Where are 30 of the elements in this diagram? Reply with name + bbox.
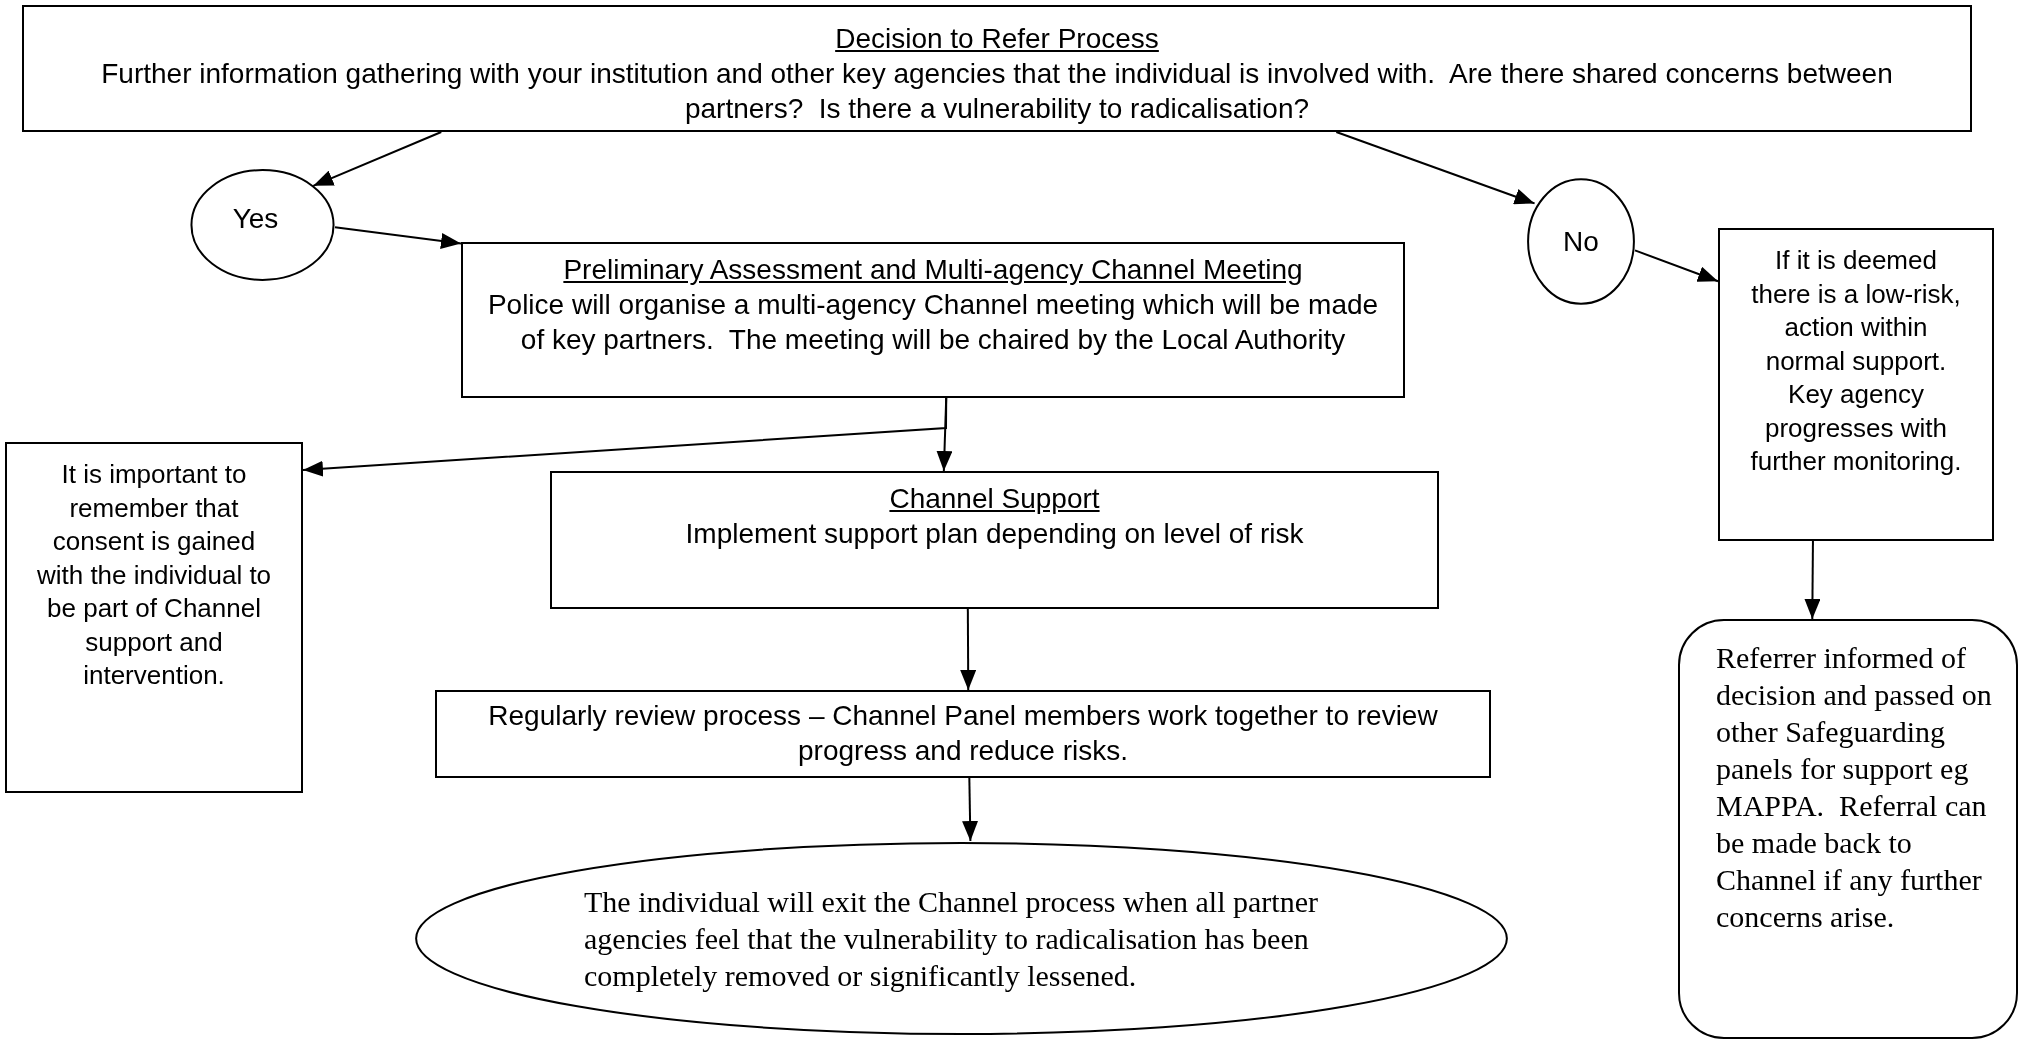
- box-heading: Preliminary Assessment and Multi-agency Channel Meeting: [562, 253, 1304, 287]
- box-text: Further information gathering with your institution and other key agencies that the individual is involved with. Are there shared concerns between partners? Is there a vulnerability to radicalisation?: [100, 57, 1894, 126]
- rounded-box: [1678, 619, 2018, 1039]
- arrow: [1335, 131, 1536, 206]
- box-heading: Decision to Refer Process: [834, 22, 1160, 56]
- arrow: [1634, 249, 1719, 284]
- process-box: [5, 442, 303, 793]
- box-text: Referrer informed of decision and passed on other Safeguarding panels for support eg MAPPA. Referral can be made back to Channel if any further concerns arise.: [1716, 640, 1993, 935]
- arrow: [962, 777, 979, 842]
- box-text: If it is deemed there is a low-risk, action within normal support. Key agency progresses with further monitoring.: [1749, 244, 1963, 478]
- process-box: [461, 242, 1405, 398]
- arrow: [302, 397, 948, 477]
- process-box: [550, 471, 1439, 609]
- box-text: Yes: [232, 201, 279, 236]
- arrow: [1804, 540, 1821, 620]
- decision-oval: [1527, 178, 1635, 305]
- arrow: [334, 226, 462, 250]
- process-box: [22, 5, 1972, 132]
- box-text: No: [1563, 225, 1599, 259]
- decision-oval: [190, 169, 335, 281]
- box-text: The individual will exit the Channel process when all partner agencies feel that the vulnerability to radicalisation has been completely removed or significantly lessened.: [584, 884, 1319, 994]
- process-box: [1718, 228, 1994, 541]
- box-text: Implement support plan depending on level of risk: [684, 517, 1305, 551]
- process-box: [435, 690, 1491, 778]
- box-heading: Channel Support: [888, 482, 1101, 516]
- arrow: [312, 131, 443, 187]
- box-text: Regularly review process – Channel Panel members work together to review progress and reduce risks.: [487, 699, 1439, 768]
- box-text: Police will organise a multi-agency Channel meeting which will be made of key partners. The meeting will be chaired by the Local Authority: [486, 288, 1380, 357]
- arrow: [960, 608, 977, 691]
- box-text: It is important to remember that consent is gained with the individual to be part of Channel support and intervention.: [35, 458, 273, 692]
